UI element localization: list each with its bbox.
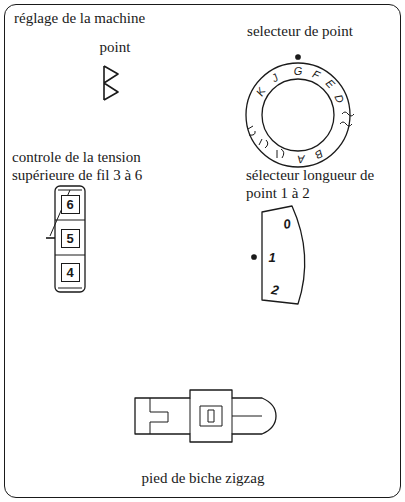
tension-dial [55, 186, 85, 292]
stitch-label: point [100, 38, 131, 56]
dial-letter: G [294, 66, 303, 77]
length-number: 1 [268, 251, 275, 264]
length-dial [262, 206, 305, 304]
dial-symbol [259, 139, 268, 148]
dial-letter: E [323, 78, 336, 91]
tension-number: 6 [66, 198, 73, 211]
dial-letter: F [311, 68, 322, 81]
foot-detail [150, 398, 262, 434]
selector-label: selecteur de point [247, 22, 353, 40]
length-number: 2 [270, 283, 279, 297]
length-number: 0 [282, 217, 291, 231]
dial-letter: J [269, 72, 279, 84]
wave-symbol [340, 112, 354, 126]
panel-title: réglage de la machine [14, 10, 145, 27]
dial-letter: D [332, 93, 345, 104]
tension-number-box: 6 [61, 195, 80, 214]
tension-mark [46, 237, 55, 239]
dial-outer [246, 63, 350, 167]
foot-label: pied de biche zigzag [142, 469, 265, 487]
length-label: sélecteur longueur de point 1 à 2 [246, 166, 396, 202]
tension-ticks [55, 190, 85, 288]
dial-letter: B [313, 147, 325, 160]
length-dot [252, 255, 256, 259]
stitch-symbol [104, 66, 118, 100]
tension-number: 5 [66, 232, 73, 245]
tension-number-box: 5 [61, 229, 80, 248]
dial-symbol [277, 149, 284, 158]
dial-letter: A [297, 153, 305, 164]
settings-panel: réglage de la machine 6 5 4 [4, 4, 401, 498]
dial-symbol [248, 126, 255, 135]
presser-foot [135, 390, 276, 442]
tension-label: controle de la tension supérieure de fil… [12, 148, 190, 184]
dial-dot [296, 55, 300, 59]
tension-number-box: 4 [61, 263, 80, 282]
tension-number: 4 [66, 266, 73, 279]
dial-letter: K [254, 86, 267, 98]
dial-inner [262, 79, 334, 151]
